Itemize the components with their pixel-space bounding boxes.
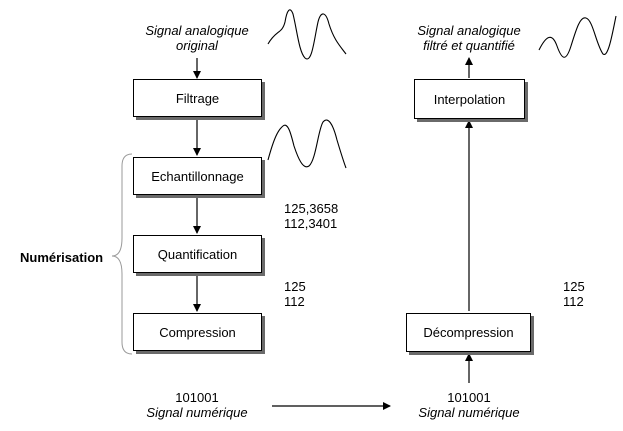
numerisation-bracket [111, 153, 133, 355]
filtered-quantized-signal-label: Signal analogique filtré et quantifié [399, 23, 539, 53]
filtered-signal-waveform [267, 119, 347, 169]
decoded-value-2: 112 [563, 294, 584, 309]
left-output-label: Signal numérique [146, 405, 248, 420]
filtrage-box: Filtrage [133, 79, 262, 117]
original-signal-label-line1: Signal analogique [145, 23, 249, 38]
echantillonnage-label: Echantillonnage [151, 168, 244, 184]
original-signal-label: Signal analogique original [127, 23, 267, 53]
compression-label: Compression [159, 324, 236, 340]
decompression-box: Décompression [406, 313, 531, 352]
quantized-value-1: 125 [284, 279, 306, 294]
decoded-value-1: 125 [563, 279, 585, 294]
echantillonnage-box: Echantillonnage [133, 157, 262, 195]
right-input-label: Signal numérique [418, 405, 520, 420]
filtrage-label: Filtrage [175, 90, 220, 106]
original-signal-label-line2: original [176, 38, 218, 53]
quantification-label: Quantification [157, 246, 238, 262]
raw-sample-value-2: 112,3401 [284, 216, 338, 231]
right-input-code: 101001 [447, 390, 491, 405]
numerisation-label: Numérisation [20, 250, 104, 265]
compression-box: Compression [133, 313, 262, 351]
quantification-box: Quantification [133, 235, 262, 273]
decompression-label: Décompression [423, 325, 514, 340]
original-signal-waveform [267, 9, 347, 60]
reconstructed-signal-waveform [538, 15, 617, 58]
raw-sample-value-1: 125,3658 [284, 201, 339, 216]
interpolation-box: Interpolation [414, 79, 525, 119]
filtered-quantized-signal-label-line1: Signal analogique [417, 23, 521, 38]
interpolation-label: Interpolation [433, 91, 506, 107]
left-output-code: 101001 [175, 390, 219, 405]
quantized-value-2: 112 [284, 294, 305, 309]
filtered-quantized-signal-label-line2: filtré et quantifié [423, 38, 515, 53]
